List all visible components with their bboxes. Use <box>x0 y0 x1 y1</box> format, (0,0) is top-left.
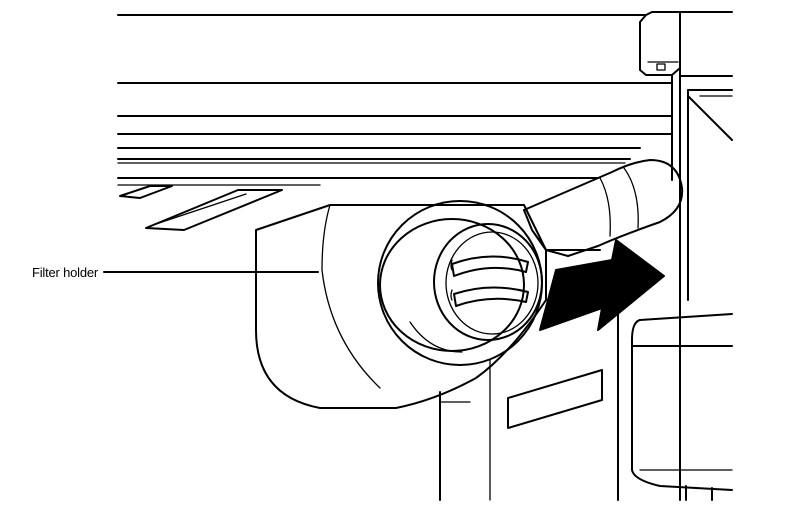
filter-housing-tube <box>523 159 684 257</box>
refrigerator-ceiling <box>117 14 673 186</box>
filter-cap-knob <box>377 200 543 366</box>
ceiling-vent-slots <box>119 185 283 231</box>
top-right-bracket <box>639 11 733 501</box>
filter-holder-body <box>255 204 619 501</box>
callout-label: Filter holder <box>32 265 99 280</box>
right-side-bin <box>631 313 733 501</box>
filter-holder-callout: Filter holder <box>32 265 319 280</box>
arrow-right-icon <box>539 239 665 331</box>
